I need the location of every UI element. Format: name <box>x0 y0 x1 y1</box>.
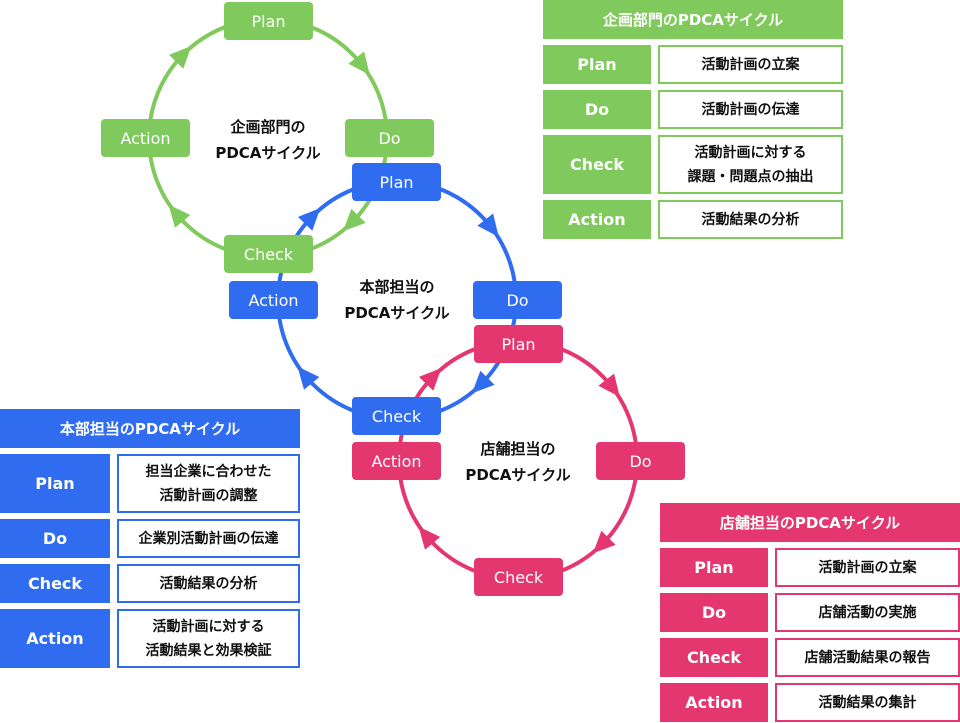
table-desc-cell: 店舗活動結果の報告 <box>775 638 960 677</box>
table-desc-cell: 活動計画に対する 活動結果と効果検証 <box>117 609 300 668</box>
table-desc-cell: 活動結果の分析 <box>117 564 300 603</box>
planning-step-do: Do <box>345 119 434 157</box>
headquarters-pdca-table: 本部担当のPDCAサイクル Plan 担当企業に合わせた 活動計画の調整 Do … <box>0 409 300 668</box>
planning-step-action: Action <box>101 119 190 157</box>
planning-cycle-label-line1: 企画部門の <box>230 118 306 136</box>
headquarters-arrow-check-to-action <box>297 366 320 390</box>
table-desc-cell: 活動計画の立案 <box>775 548 960 587</box>
table-step-cell: Plan <box>0 454 110 513</box>
table-step-cell: Do <box>0 519 110 558</box>
headquarters-step-do: Do <box>473 281 562 319</box>
planning-arrow-action-to-plan <box>169 46 192 69</box>
table-desc-cell: 店舗活動の実施 <box>775 593 960 632</box>
table-step-cell: Do <box>543 90 651 129</box>
headquarters-cycle-label: 本部担当の PDCAサイクル <box>317 274 477 326</box>
headquarters-step-plan: Plan <box>352 163 441 201</box>
table-desc-cell: 活動結果の分析 <box>658 200 843 239</box>
planning-cycle-label: 企画部門の PDCAサイクル <box>188 114 348 166</box>
planning-step-plan: Plan <box>224 2 313 40</box>
table-row: Do 店舗活動の実施 <box>660 593 960 632</box>
headquarters-table-title: 本部担当のPDCAサイクル <box>0 409 300 448</box>
table-step-cell: Check <box>543 135 651 194</box>
table-row: Action 活動結果の分析 <box>543 200 843 239</box>
table-step-cell: Do <box>660 593 768 632</box>
table-row: Do 活動計画の伝達 <box>543 90 843 129</box>
table-desc-cell: 活動計画の立案 <box>658 45 843 84</box>
store-pdca-table: 店舗担当のPDCAサイクル Plan 活動計画の立案 Do 店舗活動の実施 Ch… <box>660 503 960 722</box>
table-row: Plan 活動計画の立案 <box>660 548 960 587</box>
store-cycle-label-line1: 店舗担当の <box>480 440 556 458</box>
table-desc-cell: 活動結果の集計 <box>775 683 960 722</box>
headquarters-step-action: Action <box>229 281 318 319</box>
table-step-cell: Check <box>660 638 768 677</box>
table-step-cell: Action <box>660 683 768 722</box>
planning-table-title: 企画部門のPDCAサイクル <box>543 0 843 39</box>
table-row: Plan 活動計画の立案 <box>543 45 843 84</box>
table-step-cell: Plan <box>660 548 768 587</box>
table-desc-cell: 担当企業に合わせた 活動計画の調整 <box>117 454 300 513</box>
planning-arrow-check-to-action <box>168 204 191 228</box>
store-arrow-do-to-check <box>593 530 616 554</box>
table-step-cell: Action <box>543 200 651 239</box>
table-row: Action 活動計画に対する 活動結果と効果検証 <box>0 609 300 668</box>
headquarters-step-check: Check <box>352 397 441 435</box>
planning-cycle-label-line2: PDCAサイクル <box>215 144 321 162</box>
store-step-plan: Plan <box>474 325 563 363</box>
store-step-do: Do <box>596 442 685 480</box>
headquarters-cycle-label-line2: PDCAサイクル <box>344 304 450 322</box>
table-step-cell: Plan <box>543 45 651 84</box>
store-cycle-label-line2: PDCAサイクル <box>465 466 571 484</box>
table-row: Check 活動計画に対する 課題・問題点の抽出 <box>543 135 843 194</box>
planning-step-check: Check <box>224 235 313 273</box>
store-arrow-check-to-action <box>418 526 441 550</box>
planning-arrow-do-to-check <box>343 208 366 232</box>
store-arrow-plan-to-do <box>598 373 620 397</box>
store-arrow-action-to-plan <box>419 368 442 391</box>
headquarters-cycle-label-line1: 本部担当の <box>359 278 435 296</box>
headquarters-arrow-action-to-plan <box>298 208 321 231</box>
table-desc-cell: 企業別活動計画の伝達 <box>117 519 300 558</box>
table-row: Do 企業別活動計画の伝達 <box>0 519 300 558</box>
store-table-title: 店舗担当のPDCAサイクル <box>660 503 960 542</box>
headquarters-arrow-plan-to-do <box>477 213 499 237</box>
planning-arrow-plan-to-do <box>348 51 370 75</box>
store-step-check: Check <box>474 558 563 596</box>
table-desc-cell: 活動計画に対する 課題・問題点の抽出 <box>658 135 843 194</box>
table-row: Action 活動結果の集計 <box>660 683 960 722</box>
headquarters-arrow-do-to-check <box>472 370 495 394</box>
planning-pdca-table: 企画部門のPDCAサイクル Plan 活動計画の立案 Do 活動計画の伝達 Ch… <box>543 0 843 239</box>
table-row: Check 活動結果の分析 <box>0 564 300 603</box>
table-row: Check 店舗活動結果の報告 <box>660 638 960 677</box>
store-cycle-label: 店舗担当の PDCAサイクル <box>438 436 598 488</box>
table-step-cell: Action <box>0 609 110 668</box>
table-step-cell: Check <box>0 564 110 603</box>
store-step-action: Action <box>352 442 441 480</box>
table-desc-cell: 活動計画の伝達 <box>658 90 843 129</box>
table-row: Plan 担当企業に合わせた 活動計画の調整 <box>0 454 300 513</box>
